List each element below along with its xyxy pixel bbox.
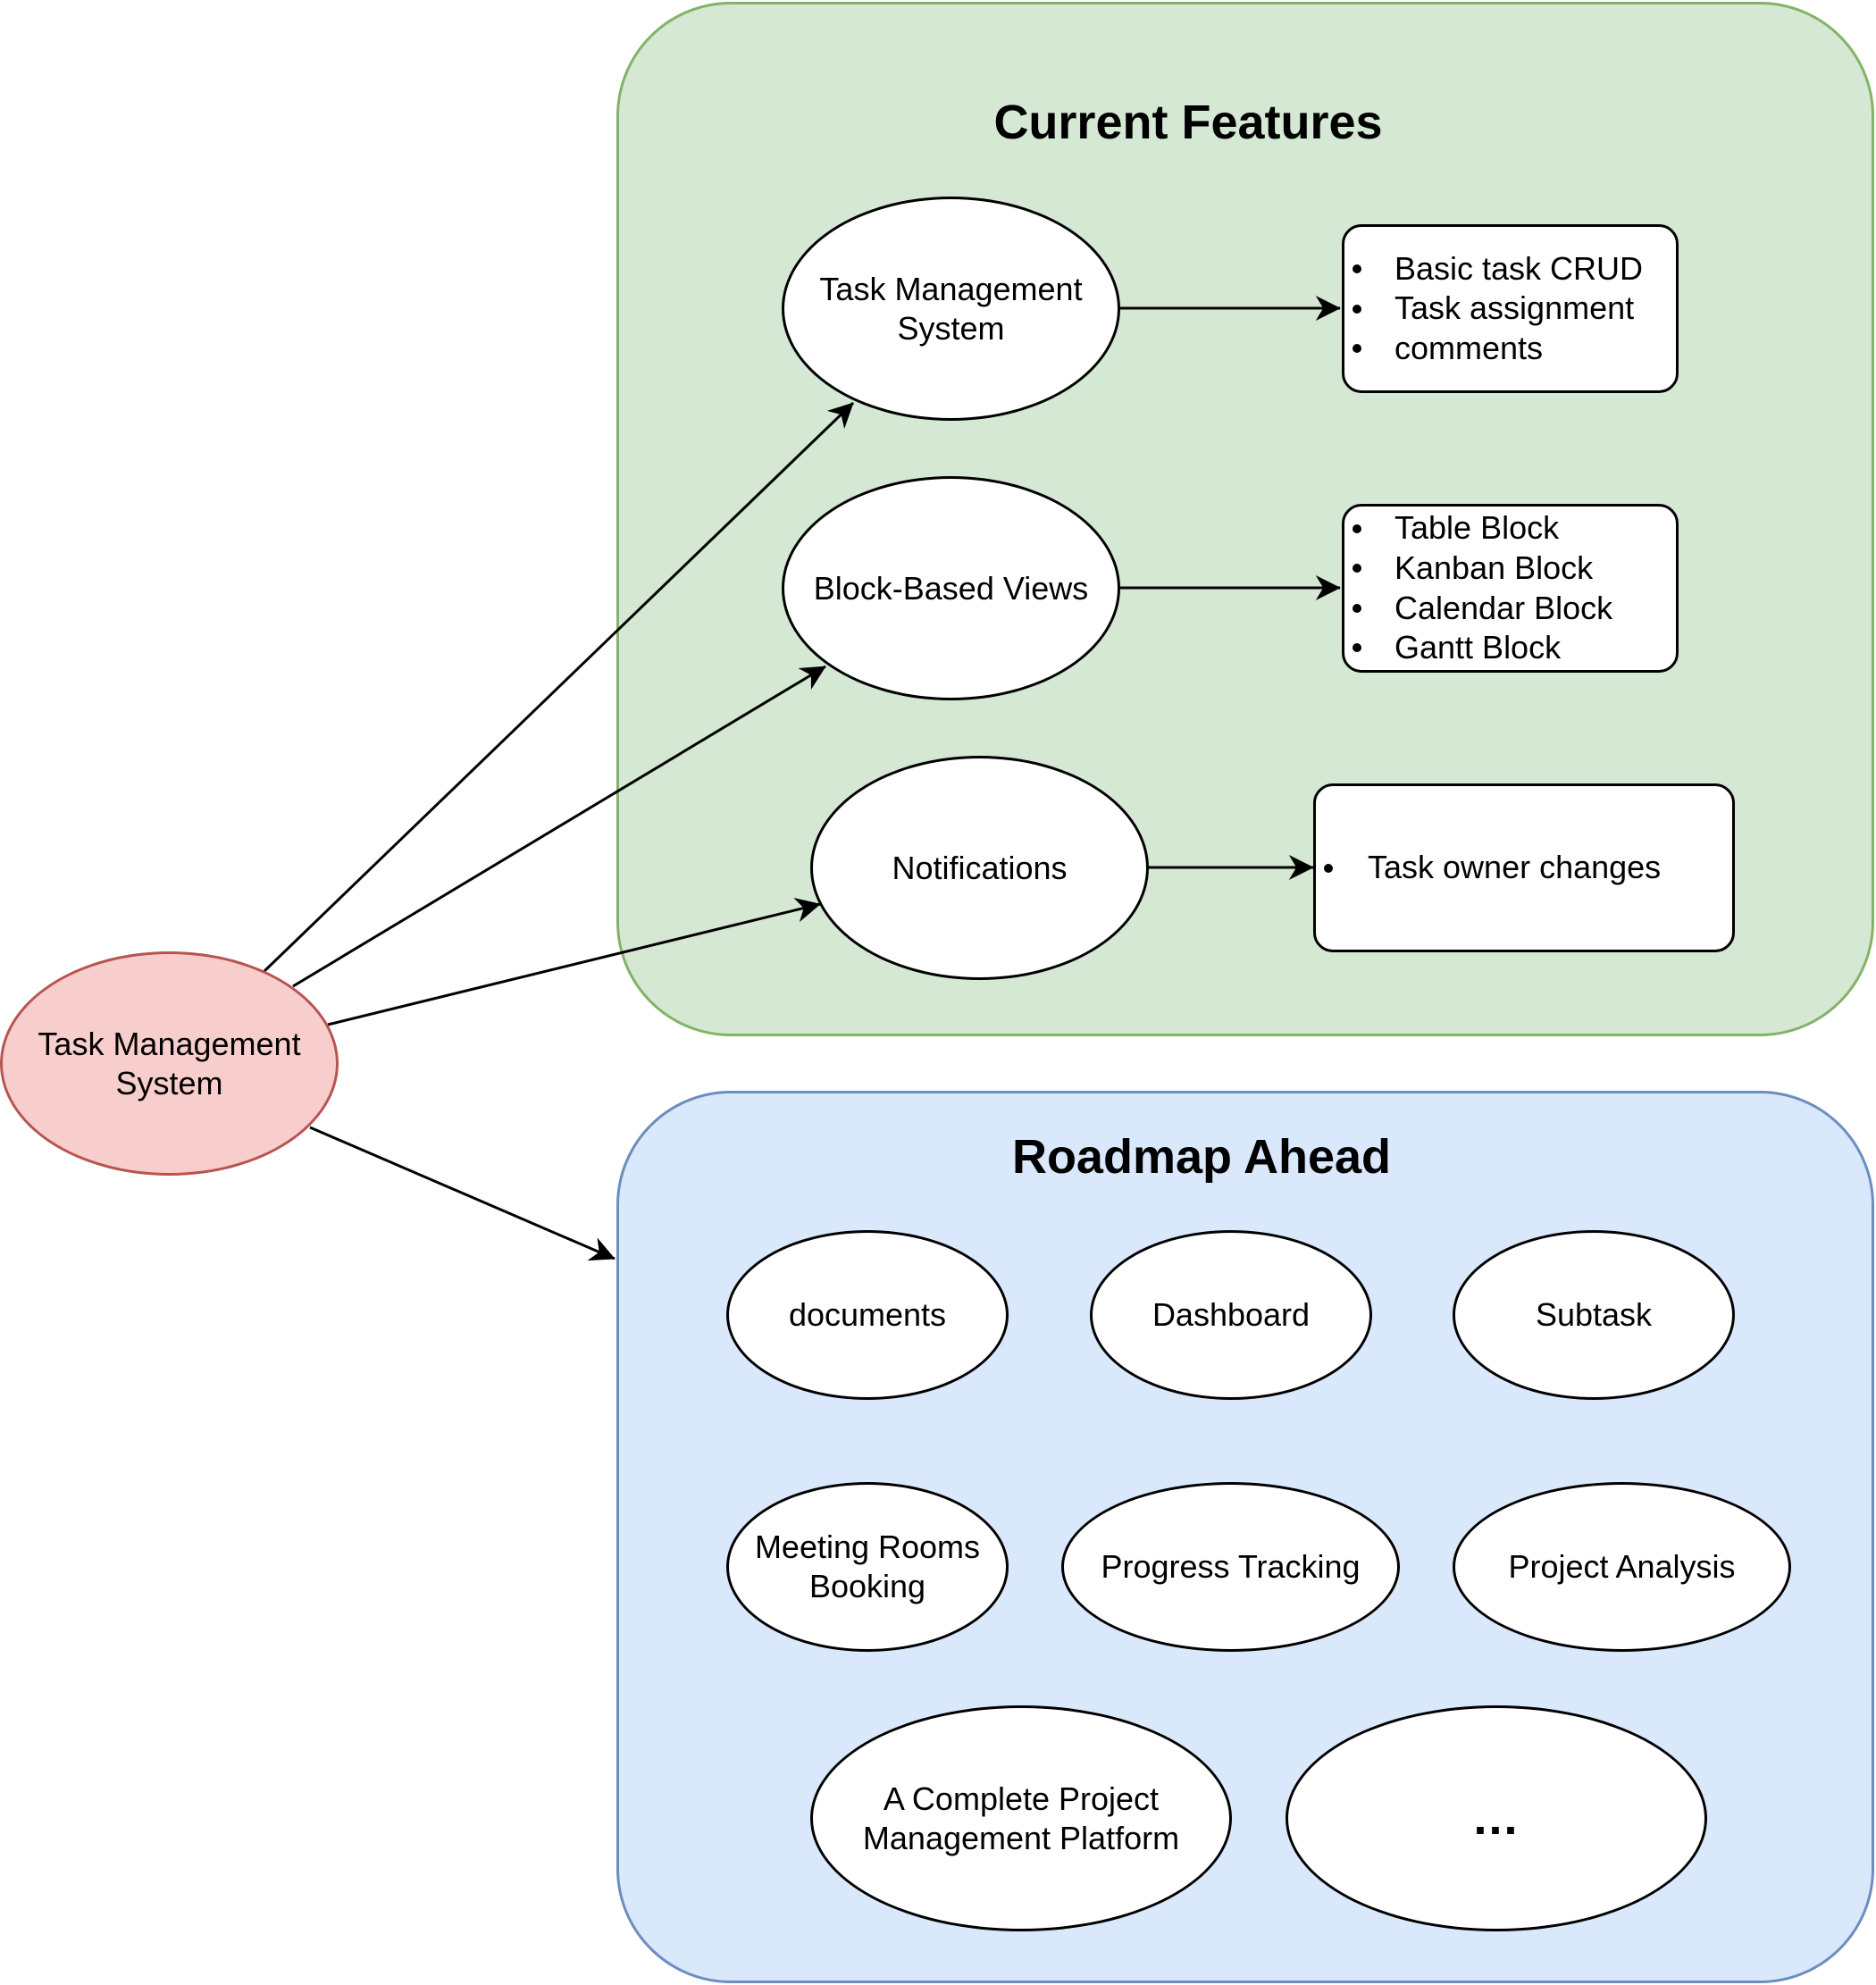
root-to-block-views-arrow <box>292 665 826 988</box>
roadmap-item-documents[interactable]: documents <box>726 1230 1009 1400</box>
task-management-details: Basic task CRUD Task assignment comments <box>1342 224 1679 393</box>
feature-block-views-node[interactable]: Block-Based Views <box>782 476 1120 700</box>
roadmap-item-label: Progress Tracking <box>1101 1548 1361 1586</box>
detail-item: comments <box>1344 329 1676 369</box>
roadmap-item-label: Project Analysis <box>1508 1548 1736 1586</box>
feature-notifications-node[interactable]: Notifications <box>810 756 1149 980</box>
root-to-task-management-arrow <box>263 401 855 973</box>
feature-task-management-node[interactable]: Task Management System <box>782 197 1120 421</box>
detail-item: Table Block <box>1344 508 1676 549</box>
feature-label: Task Management System <box>819 270 1083 347</box>
roadmap-item-label: Subtask <box>1535 1296 1653 1334</box>
current-features-title: Current Features <box>993 96 1383 149</box>
feature-label: Block-Based Views <box>813 569 1089 607</box>
roadmap-item-label: A Complete Project Management Platform <box>862 1780 1180 1856</box>
notifications-details: Task owner changes <box>1313 783 1735 952</box>
roadmap-item-dashboard[interactable]: Dashboard <box>1090 1230 1372 1400</box>
detail-item: Calendar Block <box>1344 589 1676 629</box>
roadmap-item-project-platform[interactable]: A Complete Project Management Platform <box>810 1705 1232 1931</box>
roadmap-item-more[interactable]: ... <box>1286 1705 1707 1931</box>
roadmap-title: Roadmap Ahead <box>1011 1130 1392 1184</box>
root-to-roadmap-arrow <box>309 1126 616 1261</box>
roadmap-item-label: documents <box>788 1296 947 1334</box>
root-to-notifications-arrow <box>327 897 821 1026</box>
root-node[interactable]: Task Management System <box>0 951 339 1176</box>
feature-label: Notifications <box>892 849 1068 886</box>
roadmap-item-label: ... <box>1473 1790 1520 1845</box>
root-node-label: Task Management System <box>38 1025 301 1101</box>
roadmap-item-label: Meeting Rooms Booking <box>754 1529 981 1604</box>
roadmap-item-project-analysis[interactable]: Project Analysis <box>1453 1482 1791 1652</box>
detail-item: Task owner changes <box>1316 848 1732 888</box>
roadmap-item-meeting-rooms[interactable]: Meeting Rooms Booking <box>726 1482 1009 1652</box>
detail-item: Gantt Block <box>1344 628 1676 668</box>
detail-item: Basic task CRUD <box>1344 249 1676 289</box>
roadmap-item-progress-tracking[interactable]: Progress Tracking <box>1061 1482 1400 1652</box>
roadmap-item-label: Dashboard <box>1152 1296 1311 1334</box>
detail-item: Task assignment <box>1344 289 1676 329</box>
block-views-details: Table Block Kanban Block Calendar Block … <box>1342 504 1679 673</box>
roadmap-item-subtask[interactable]: Subtask <box>1453 1230 1735 1400</box>
detail-item: Kanban Block <box>1344 549 1676 589</box>
